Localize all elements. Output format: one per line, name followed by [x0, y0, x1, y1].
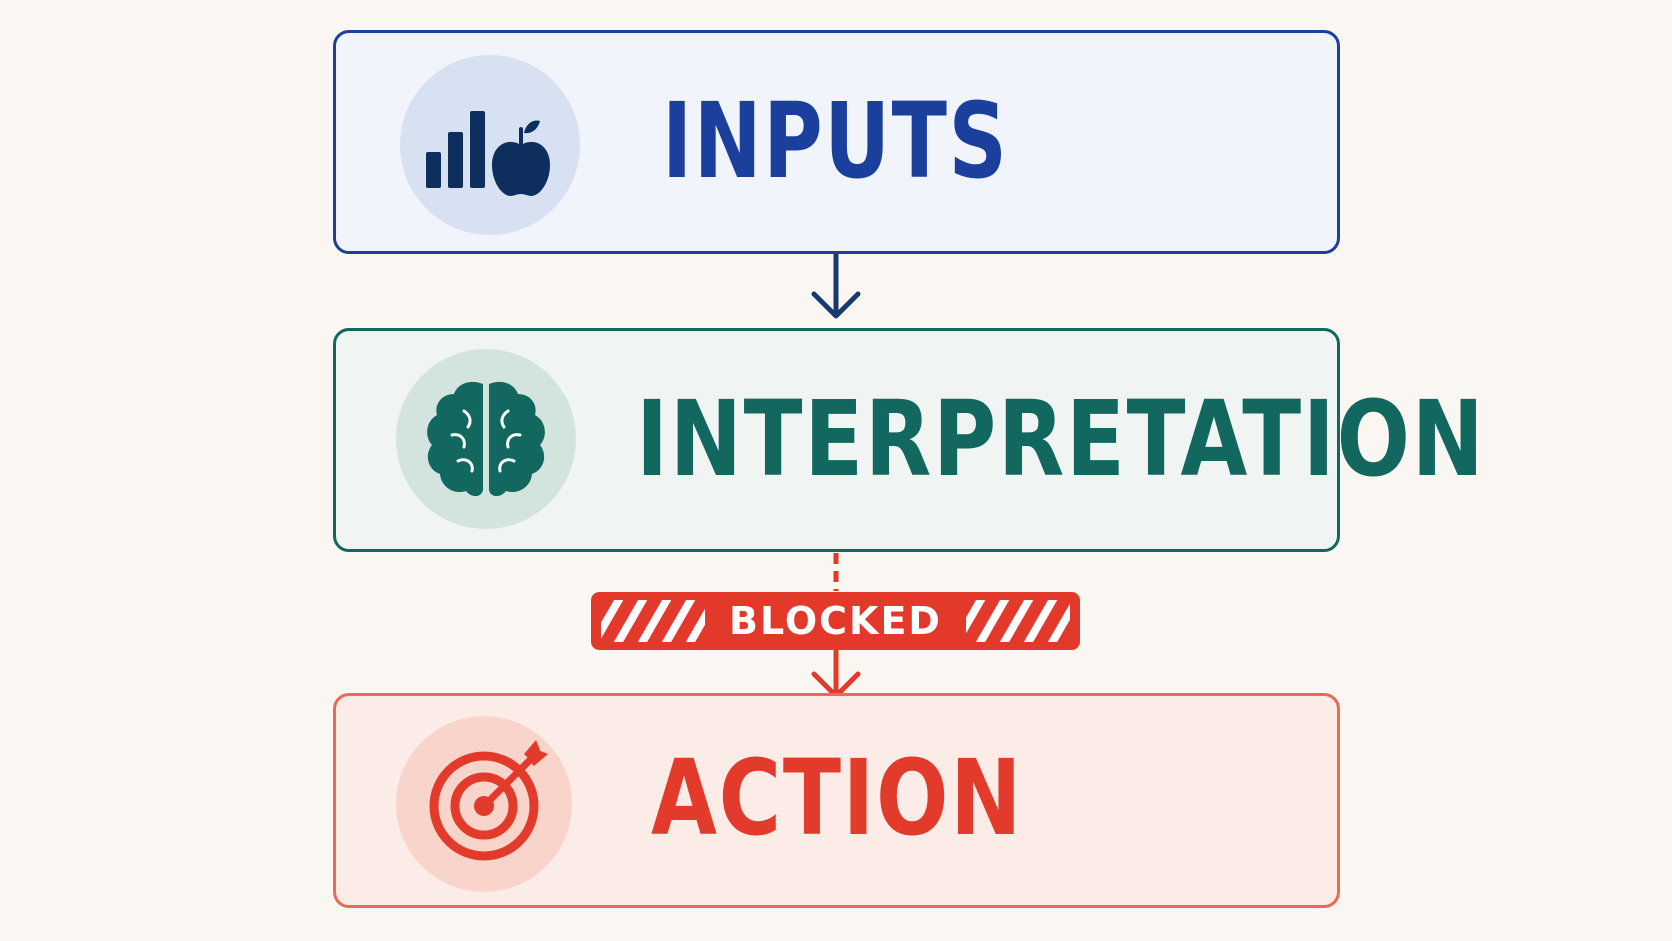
blocked-banner: BLOCKED	[591, 592, 1080, 650]
stage-label-inputs: INPUTS	[662, 80, 1009, 202]
stage-label-interpretation: INTERPRETATION	[636, 378, 1486, 500]
hazard-stripes	[591, 592, 1080, 650]
blocked-label: BLOCKED	[729, 599, 942, 643]
brain-icon	[427, 381, 545, 497]
stage-label-action: ACTION	[651, 737, 1024, 859]
stage-action: ACTION	[333, 693, 1340, 908]
interpretation-icon-circle	[396, 349, 576, 529]
stage-interpretation: INTERPRETATION	[333, 328, 1484, 552]
bar-chart-apple-icon	[426, 111, 550, 196]
target-arrow-icon	[429, 740, 548, 861]
inputs-icon-circle	[400, 55, 580, 235]
arrow-inputs-to-interpretation	[811, 254, 861, 319]
stage-inputs: INPUTS	[333, 30, 1340, 254]
action-icon-circle	[396, 716, 572, 892]
